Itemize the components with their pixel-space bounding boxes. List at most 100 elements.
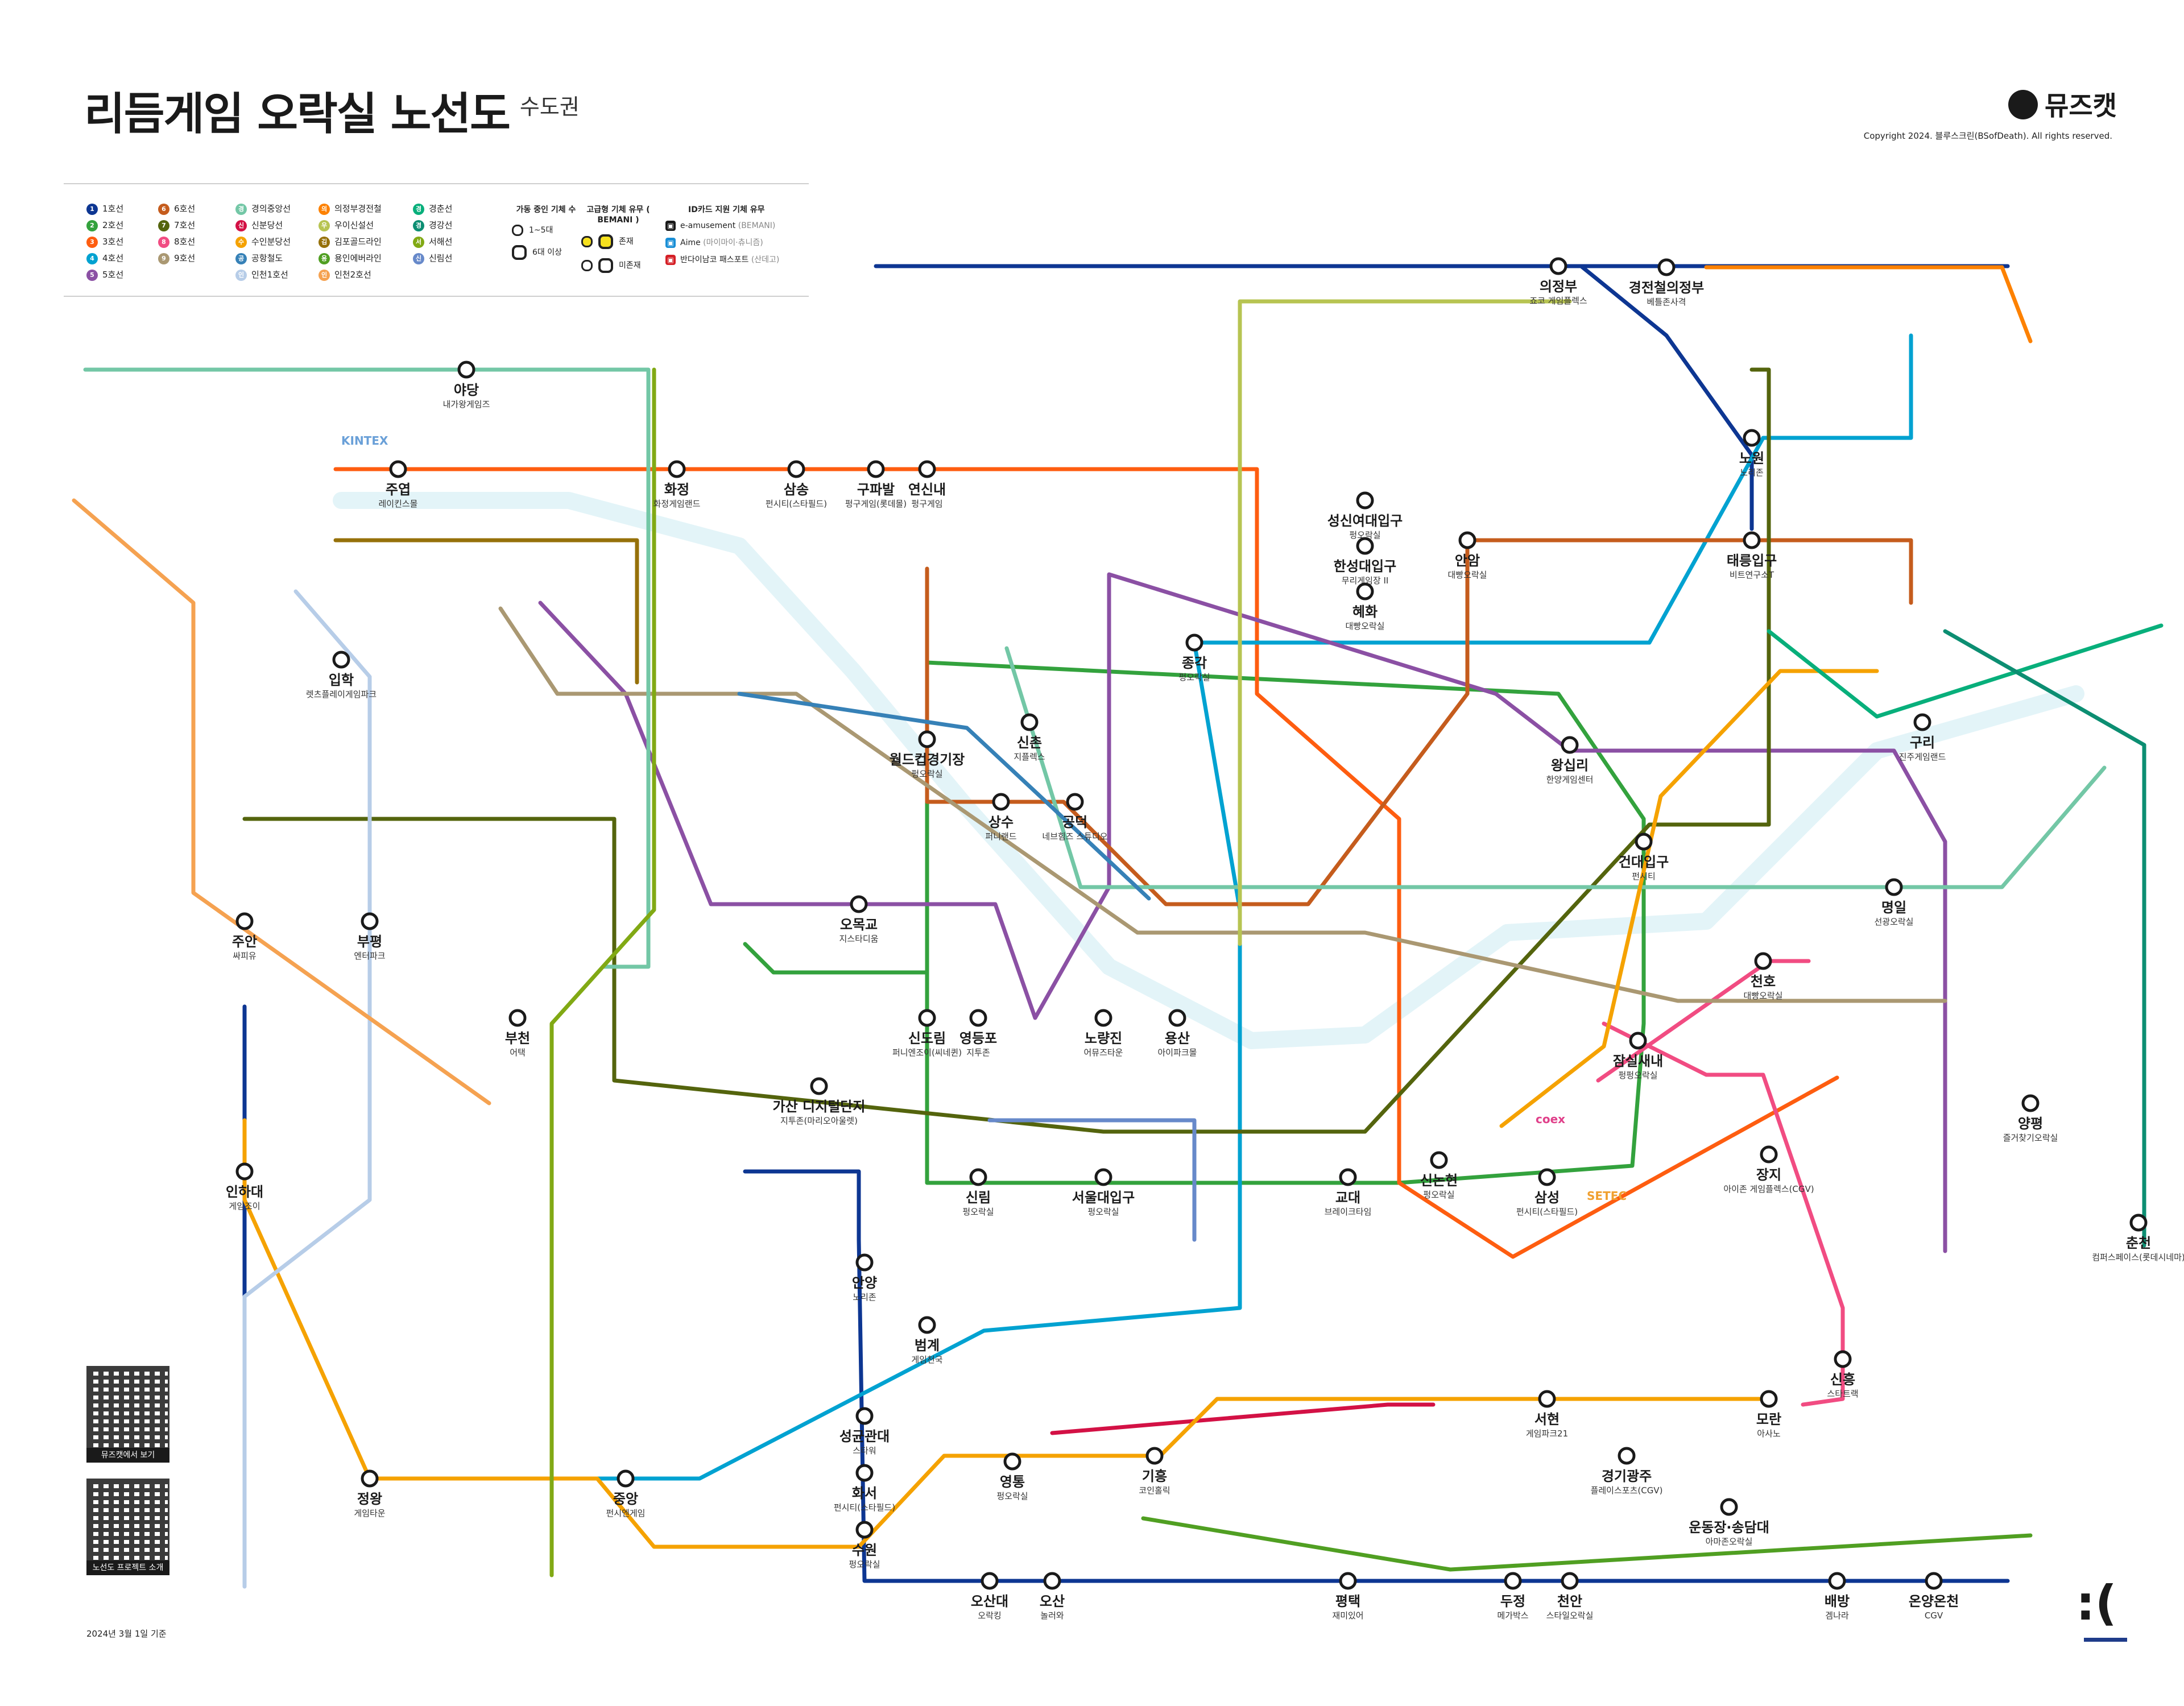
station-venue: 아마존오락실 xyxy=(1706,1537,1753,1547)
station-venue: 펀시티(스타필드) xyxy=(834,1502,895,1513)
station-name: 오산 xyxy=(1040,1593,1065,1609)
line-badge-icon: 3 xyxy=(86,236,98,248)
station-marker xyxy=(855,1253,874,1272)
station-marker xyxy=(1043,1572,1061,1590)
station-venue: 놀러와 xyxy=(1040,1610,1064,1621)
line-badge-icon: 신 xyxy=(235,220,247,231)
legend-line-item: 우 우이신설선 xyxy=(318,219,382,235)
station-marker xyxy=(1356,491,1374,510)
qr-code-musecat[interactable] xyxy=(86,1366,169,1449)
seohae-line xyxy=(549,367,656,1577)
station-venue: 펀시엔게임 xyxy=(606,1508,645,1518)
station-marker xyxy=(508,1009,527,1027)
line-badge-icon: 8 xyxy=(158,236,169,248)
station-venue: 엔터파크 xyxy=(354,951,385,961)
station-marker xyxy=(918,730,936,748)
station-venue: 비트연구소T xyxy=(1730,570,1774,580)
qr-code-project[interactable] xyxy=(86,1479,169,1562)
legend-line-label: 2호선 xyxy=(102,220,124,230)
station-name: 한성대입구 xyxy=(1334,558,1396,574)
station-marker xyxy=(1885,878,1903,896)
station-marker xyxy=(332,651,350,669)
station-marker xyxy=(1339,1168,1357,1186)
line-badge-icon: 의 xyxy=(318,203,330,215)
station-venue: 레이킨스몰 xyxy=(378,499,417,509)
legend-line-label: 경강선 xyxy=(429,220,453,230)
idcard-note: (BEMANI) xyxy=(738,221,776,230)
station-venue: 한양게임센터 xyxy=(1546,775,1594,785)
station-marker xyxy=(235,912,254,930)
white-ring-icon xyxy=(581,260,593,271)
yellow-ring-icon xyxy=(581,236,593,247)
station-name: 태릉입구 xyxy=(1727,553,1777,569)
station-venue: 무리게임장 II xyxy=(1342,575,1389,586)
station-marker xyxy=(1538,1390,1556,1408)
station-name: 인하대 xyxy=(226,1184,263,1200)
idcard-note: (산데고) xyxy=(751,255,780,264)
legend-line-label: 우이신설선 xyxy=(334,220,374,230)
bundang-line-north xyxy=(1499,669,1879,1128)
idcard-heading: ID카드 지원 기체 유무 xyxy=(688,205,765,214)
yellow-ring-large-icon xyxy=(598,234,613,249)
line-badge-icon: 우 xyxy=(318,220,330,231)
station-name: 장지 xyxy=(1756,1167,1781,1183)
station-venue: CGV xyxy=(1925,1610,1943,1621)
legend-line-label: 경의중앙선 xyxy=(251,204,291,214)
station-name: 중앙 xyxy=(613,1491,638,1507)
line-badge-icon: 서 xyxy=(413,236,424,248)
station-venue: 아사노 xyxy=(1757,1428,1781,1439)
legend-line-item: 신 신분당선 xyxy=(235,219,291,235)
legend-line-label: 김포골드라인 xyxy=(334,237,382,247)
station-marker xyxy=(235,1162,254,1181)
station-venue: 베틀존사격 xyxy=(1647,297,1686,307)
legend-line-label: 용인에버라인 xyxy=(334,253,382,263)
yongin-everline xyxy=(1141,1516,2033,1572)
station-venue: 펑오락실 xyxy=(1087,1207,1119,1217)
frown-mark: :( xyxy=(2076,1575,2117,1631)
station-name: 입학 xyxy=(329,672,354,688)
station-name: 영등포 xyxy=(959,1030,997,1046)
station-marker xyxy=(2021,1094,2040,1112)
station-name: 오목교 xyxy=(840,917,878,933)
station-venue: 진주게임랜드 xyxy=(1899,752,1946,762)
station-name: 안양 xyxy=(852,1275,877,1291)
uijeongbu-lrt xyxy=(1704,265,2033,343)
station-venue: 지투존 xyxy=(966,1047,990,1058)
machine-count-heading: 가동 중인 기체 수 xyxy=(516,205,576,214)
station-marker xyxy=(918,1009,936,1027)
legend-line-label: 공항철도 xyxy=(251,253,283,263)
station-marker xyxy=(1339,1572,1357,1590)
brand-name: 뮤즈캣 xyxy=(2045,90,2117,121)
station-venue: 지투존(마리오아울렛) xyxy=(780,1116,858,1126)
station-marker xyxy=(969,1009,987,1027)
legend-line-label: 신분당선 xyxy=(251,220,283,230)
line-6 xyxy=(925,538,1913,906)
idcard-label: e-amusement xyxy=(680,221,738,230)
station-marker xyxy=(1913,713,1931,731)
station-marker xyxy=(1549,257,1567,275)
line-badge-icon: 인 xyxy=(235,269,247,281)
line-2-branch xyxy=(743,942,929,975)
station-venue: 선광오락실 xyxy=(1874,917,1913,927)
station-name: 공덕 xyxy=(1062,814,1087,830)
station-marker xyxy=(855,1407,874,1425)
machine-count-large: 6대 이상 xyxy=(512,245,580,260)
line-badge-icon: 용 xyxy=(318,252,330,264)
station-name: 배방 xyxy=(1825,1593,1850,1609)
station-name: 운동장·송담대 xyxy=(1689,1519,1769,1535)
station-name: 용산 xyxy=(1165,1030,1190,1046)
station-venue: 대빵오락실 xyxy=(1447,570,1487,580)
station-marker xyxy=(1743,429,1761,447)
station-marker xyxy=(867,460,885,478)
bemani-heading: 고급형 기체 유무 ( BEMANI ) xyxy=(586,205,650,225)
station-marker xyxy=(1094,1009,1112,1027)
station-name: 온양온천 xyxy=(1909,1593,1959,1609)
